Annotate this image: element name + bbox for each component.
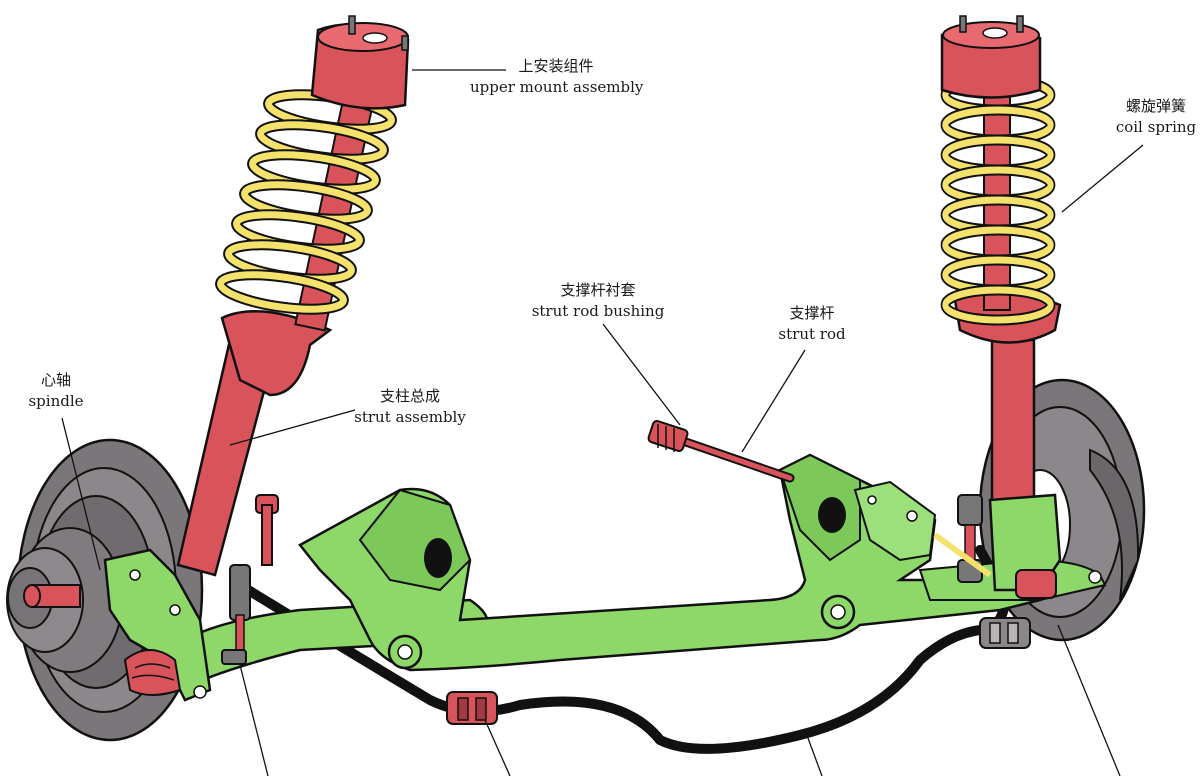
left-steering-knuckle bbox=[103, 548, 212, 702]
right-strut-assembly bbox=[942, 15, 1062, 599]
leader-lines bbox=[61, 69, 1144, 777]
label-upper-mount-zh: 上安装组件 bbox=[518, 57, 594, 75]
label-strut-assembly: 支柱总成 strut assembly bbox=[352, 386, 468, 428]
right-stabilizer-link bbox=[933, 494, 992, 583]
label-upper-mount-assembly: 上安装组件 upper mount assembly bbox=[470, 56, 644, 98]
left-stabilizer-link bbox=[221, 494, 279, 665]
label-strut-rod-bushing: 支撑杆衬套 strut rod bushing bbox=[530, 280, 666, 322]
label-strut-assembly-zh: 支柱总成 bbox=[379, 387, 440, 405]
label-strut-assembly-en: strut assembly bbox=[354, 408, 466, 426]
strut-rod-part bbox=[647, 420, 795, 483]
label-strut-rod-bushing-zh: 支撑杆衬套 bbox=[560, 281, 636, 299]
label-spindle-zh: 心轴 bbox=[40, 371, 71, 389]
label-coil-spring-zh: 螺旋弹簧 bbox=[1125, 97, 1186, 115]
label-strut-rod-en: strut rod bbox=[778, 325, 846, 343]
label-coil-spring-en: coil spring bbox=[1115, 118, 1197, 136]
label-strut-rod-zh: 支撑杆 bbox=[789, 304, 835, 322]
label-spindle: 心轴 spindle bbox=[16, 370, 96, 412]
label-upper-mount-en: upper mount assembly bbox=[470, 78, 644, 96]
left-strut-assembly bbox=[176, 15, 410, 577]
label-spindle-en: spindle bbox=[28, 392, 84, 410]
label-strut-rod: 支撑杆 strut rod bbox=[770, 303, 854, 345]
label-strut-rod-bushing-en: strut rod bushing bbox=[531, 302, 665, 320]
label-coil-spring: 螺旋弹簧 coil spring bbox=[1112, 96, 1200, 138]
